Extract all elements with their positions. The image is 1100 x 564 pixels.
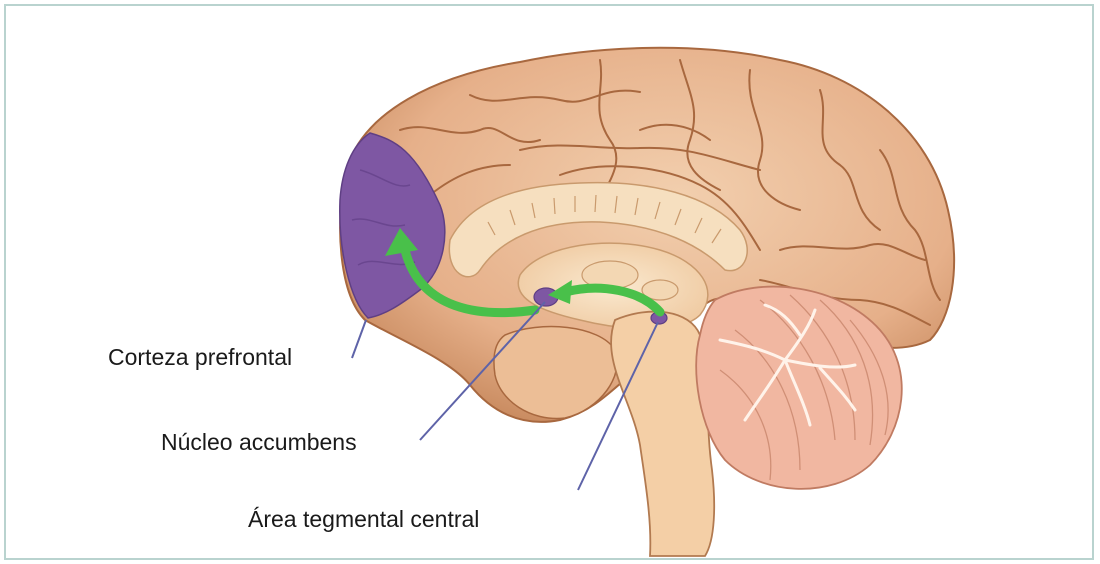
leader-line-prefrontal bbox=[352, 320, 366, 358]
label-prefrontal-cortex: Corteza prefrontal bbox=[108, 346, 292, 369]
label-nucleus-accumbens: Núcleo accumbens bbox=[161, 431, 357, 454]
label-ventral-tegmental-area: Área tegmental central bbox=[248, 508, 479, 531]
